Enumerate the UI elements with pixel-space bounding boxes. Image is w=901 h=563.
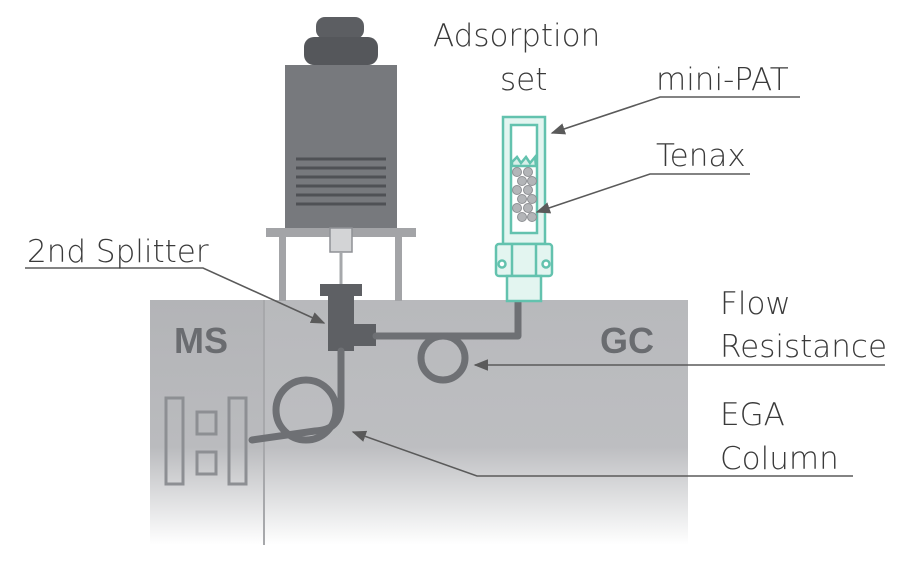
- second-splitter: [320, 284, 376, 351]
- gc-label: GC: [600, 320, 654, 361]
- piping: [248, 296, 522, 444]
- glass-wool: [510, 153, 538, 168]
- pyrolyzer-knob-base: [304, 37, 378, 65]
- label-ega-line2: Column: [720, 441, 839, 477]
- label-flow-line1: Flow: [720, 286, 791, 322]
- labels: Adsorption set mini-PAT Tenax 2nd Splitt…: [27, 18, 887, 477]
- label-flow-line2: Resistance: [720, 329, 887, 365]
- flow-resistance-coil: [417, 332, 469, 384]
- pyrolyzer-vents: [296, 157, 386, 206]
- mini-pat-tip: [505, 274, 543, 303]
- leader-ega-column: [351, 430, 853, 477]
- pyrolyzer-knob-top: [316, 17, 364, 39]
- ms-panel-icon: [164, 396, 248, 486]
- ms-body: [150, 300, 263, 545]
- label-second-splitter: 2nd Splitter: [27, 234, 209, 270]
- pyrolyzer-needle-holder: [329, 227, 353, 253]
- label-mini-pat: mini-PAT: [656, 62, 789, 98]
- label-adsorption-line2: set: [500, 62, 547, 98]
- leader-mini-pat: [550, 96, 800, 135]
- label-ega-line1: EGA: [720, 397, 785, 433]
- leader-lines: [25, 96, 885, 477]
- stand-leg-right: [395, 236, 402, 301]
- ega-column-coil: [272, 376, 340, 444]
- tenax-beads: [512, 167, 537, 222]
- gc-ms-unit: MS GC: [150, 300, 688, 545]
- pipe-to-adsorption: [372, 296, 522, 340]
- pyrolyzer-body: [285, 65, 397, 228]
- label-tenax: Tenax: [656, 138, 746, 174]
- label-adsorption-line1: Adsorption: [433, 18, 600, 54]
- ms-label: MS: [174, 320, 228, 361]
- stand-leg-left: [279, 236, 286, 301]
- leader-splitter: [25, 267, 326, 324]
- pyrolyzer: [266, 17, 416, 301]
- leader-tenax: [535, 173, 750, 214]
